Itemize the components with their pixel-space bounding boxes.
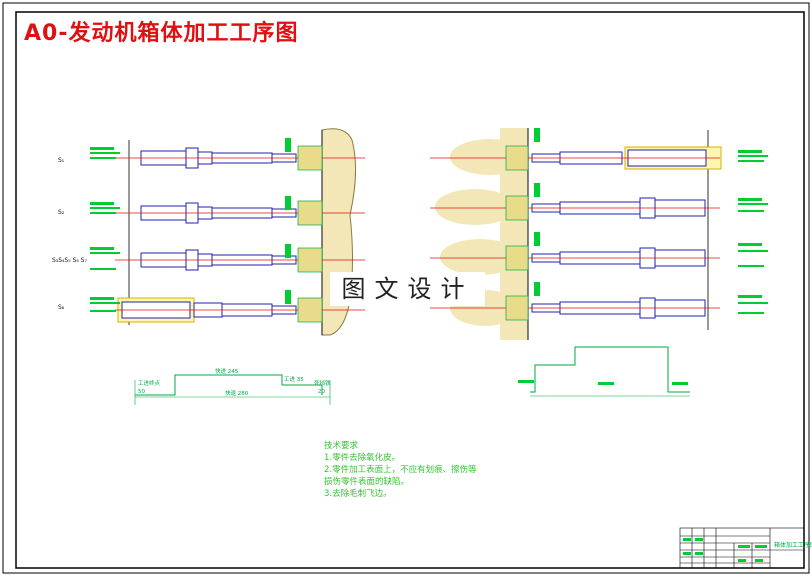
right-station-1 (430, 145, 722, 171)
left-feed-diagram: 工进终点 50 快进 245 工进 35 快退 280 死挡铁 20 (134, 367, 331, 405)
right-feed-diagram (518, 346, 690, 397)
dim-value-1: 50 (138, 389, 145, 395)
station-label: S₂ (58, 209, 65, 216)
dim-label-c: 快退 280 (225, 389, 249, 397)
left-station-1 (115, 145, 365, 171)
fixture-block (297, 145, 323, 171)
tech-line: 2.零件加工表面上，不应有划痕、擦伤等 (324, 465, 477, 475)
fixture-block (297, 297, 323, 323)
feed-profile (135, 374, 323, 396)
drawing-name: 箱体加工工序图 (774, 541, 812, 549)
left-station-labels: S₁ S₂ S₃S₄S₅ S₆ S₇ S₈ (52, 157, 87, 311)
right-station-4 (430, 295, 720, 321)
inner-border (15, 11, 805, 569)
tech-line: 损伤零件表面的缺陷。 (324, 477, 410, 487)
fixture-block (297, 247, 323, 273)
dim-label-b: 工进 35 (284, 375, 304, 383)
station-label: S₁ (58, 157, 65, 164)
left-station-4 (115, 297, 365, 323)
right-workpiece-lobe (435, 189, 515, 225)
dim-label-a: 快进 245 (215, 367, 239, 375)
station-label: S₃S₄S₅ S₆ S₇ (52, 257, 87, 264)
fixture-block (505, 195, 529, 221)
dim-value-2: 20 (318, 389, 325, 395)
tech-heading: 技术要求 (324, 441, 359, 451)
title-block-marks (683, 538, 767, 562)
watermark: 图文设计 (330, 272, 485, 306)
station-label: S₈ (58, 304, 65, 311)
fixture-block (297, 200, 323, 226)
fixture-block (505, 295, 529, 321)
left-station-2 (115, 200, 365, 226)
right-machining-view (430, 128, 768, 397)
left-machining-view: S₁ S₂ S₃S₄S₅ S₆ S₇ S₈ 工进终点 50 快进 245 工进 … (52, 128, 365, 405)
fixture-block (505, 145, 529, 171)
fixture-block (505, 245, 529, 271)
right-station-3 (430, 245, 720, 271)
right-annotations (534, 128, 768, 314)
title-block (679, 527, 805, 569)
feed-profile (530, 346, 690, 393)
dim-label-d: 死挡铁 (314, 379, 331, 387)
tech-line: 3.去除毛刺飞边。 (324, 489, 392, 499)
tech-line: 1.零件去除氧化皮。 (324, 453, 401, 463)
drawing-title: A0-发动机箱体加工工序图 (24, 21, 299, 46)
left-annotations (90, 138, 291, 312)
dim-label-left: 工进终点 (138, 379, 161, 387)
title-block-frame (679, 527, 805, 569)
technical-requirements: 技术要求 1.零件去除氧化皮。 2.零件加工表面上，不应有划痕、擦伤等 损伤零件… (324, 440, 477, 500)
left-station-3 (115, 247, 365, 273)
right-station-2 (430, 195, 720, 221)
